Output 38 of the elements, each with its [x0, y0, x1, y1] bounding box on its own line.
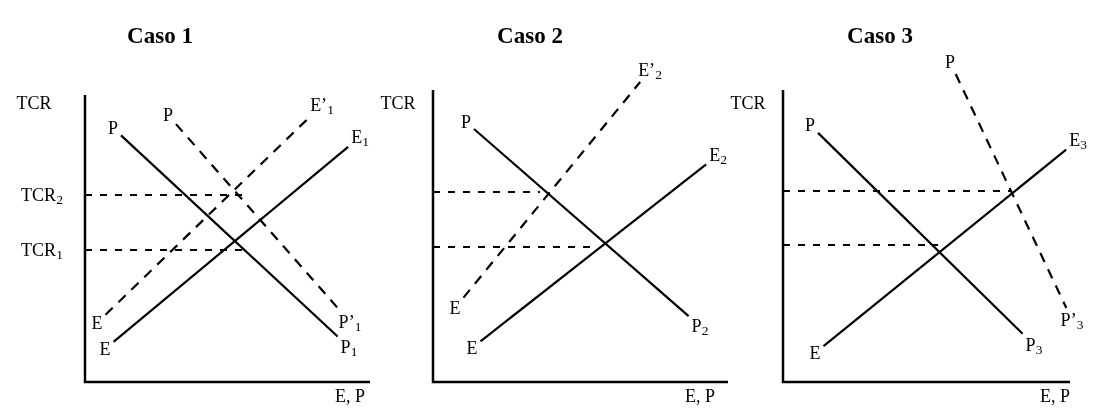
curve-line	[473, 128, 690, 317]
curve-label: E$_{1}$	[351, 128, 369, 146]
axis-label: E, P	[335, 387, 365, 405]
curve-line	[817, 132, 1024, 335]
curve-label: E$_{3}$	[1069, 131, 1087, 149]
axis-label: TCR	[380, 94, 416, 112]
curve-label: P’$_{1}$	[338, 313, 362, 331]
curve-label: E	[99, 340, 111, 358]
dashed-curve	[175, 123, 341, 311]
curve-label: E	[449, 299, 461, 317]
curve-label: P	[945, 53, 955, 71]
chart-title: Caso 2	[497, 23, 563, 47]
axis-label: TCR$_{1}$	[21, 241, 63, 259]
axis-label: TCR$_{2}$	[21, 186, 63, 204]
axis-label: E, P	[685, 387, 715, 405]
curve-label: P	[461, 113, 471, 131]
dashed-curve	[462, 81, 642, 299]
chart-title: Caso 1	[127, 23, 193, 47]
curve-label: P$_{2}$	[691, 317, 709, 335]
axis-label: E, P	[1040, 387, 1070, 405]
curve-label: P$_{1}$	[340, 338, 358, 356]
curve-label: E’$_{1}$	[310, 96, 334, 114]
dashed-curve	[954, 73, 1068, 309]
curve-line	[822, 148, 1067, 347]
curve-label: E	[809, 344, 821, 362]
curve-label: P	[805, 116, 815, 134]
curve-label: E	[91, 314, 103, 332]
curve-label: P	[163, 106, 173, 124]
curve-label: E$_{2}$	[709, 146, 727, 164]
axis-label: TCR	[16, 94, 52, 112]
curve-label: P’$_{3}$	[1060, 311, 1084, 329]
axis-label: TCR	[730, 94, 766, 112]
curve-label: E	[466, 339, 478, 357]
chart-title: Caso 3	[847, 23, 913, 47]
curve-label: P$_{3}$	[1025, 336, 1043, 354]
curve-label: E’$_{2}$	[638, 61, 662, 79]
curve-line	[479, 163, 707, 343]
curve-label: P	[108, 119, 118, 137]
